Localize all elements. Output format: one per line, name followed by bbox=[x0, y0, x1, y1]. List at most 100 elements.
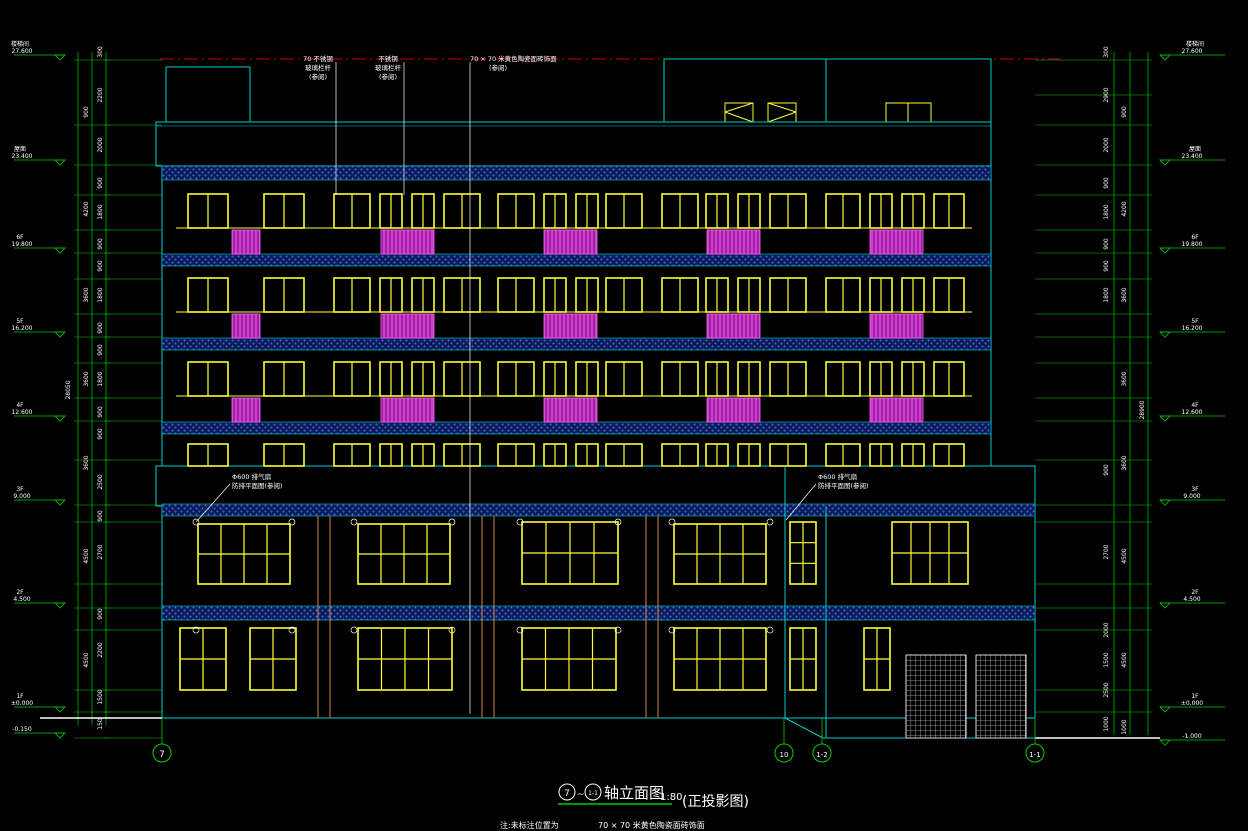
svg-text:玻璃栏杆: 玻璃栏杆 bbox=[305, 63, 332, 72]
svg-text:4500: 4500 bbox=[83, 548, 90, 563]
svg-text:900: 900 bbox=[1103, 238, 1110, 250]
svg-text:屋面: 屋面 bbox=[14, 146, 26, 153]
podium-columns bbox=[317, 466, 827, 738]
window bbox=[769, 277, 807, 313]
svg-text:900: 900 bbox=[97, 322, 104, 334]
window bbox=[933, 193, 965, 229]
window bbox=[825, 361, 861, 397]
railing bbox=[543, 397, 598, 423]
svg-text:(参阅): (参阅) bbox=[379, 72, 397, 81]
garage-shutter-2 bbox=[975, 654, 1027, 739]
window bbox=[789, 521, 817, 585]
window bbox=[901, 277, 925, 313]
floor-band bbox=[161, 253, 992, 267]
window bbox=[263, 443, 305, 467]
grid-axis-1-1: 1-1 bbox=[1025, 718, 1045, 763]
window bbox=[869, 193, 893, 229]
svg-text:Φ600 排气扇: Φ600 排气扇 bbox=[232, 472, 271, 481]
svg-text:2F: 2F bbox=[16, 589, 24, 596]
svg-text:1800: 1800 bbox=[1103, 204, 1110, 219]
svg-text:2700: 2700 bbox=[1103, 544, 1110, 559]
svg-text:2200: 2200 bbox=[97, 87, 104, 102]
svg-text:楼梯间: 楼梯间 bbox=[1186, 40, 1204, 48]
svg-text:16.200: 16.200 bbox=[12, 325, 33, 332]
svg-text:3F: 3F bbox=[16, 486, 24, 493]
railing bbox=[543, 229, 598, 255]
svg-text:27.600: 27.600 bbox=[12, 48, 33, 55]
window bbox=[933, 277, 965, 313]
svg-text:27.600: 27.600 bbox=[1182, 48, 1203, 55]
window bbox=[521, 627, 617, 691]
svg-text:不锈钢: 不锈钢 bbox=[378, 54, 398, 63]
svg-text:6F: 6F bbox=[1191, 234, 1199, 241]
window bbox=[187, 193, 229, 229]
svg-text:1500: 1500 bbox=[97, 689, 104, 704]
ornament bbox=[288, 626, 296, 634]
footnote: 注:未标注位置为 bbox=[500, 820, 559, 830]
window bbox=[333, 277, 371, 313]
svg-text:23.400: 23.400 bbox=[12, 153, 33, 160]
window bbox=[411, 443, 435, 467]
railing bbox=[380, 313, 435, 339]
svg-text:2500: 2500 bbox=[97, 474, 104, 489]
svg-text:1-2: 1-2 bbox=[816, 751, 827, 759]
window bbox=[737, 361, 761, 397]
window bbox=[497, 193, 535, 229]
window bbox=[869, 361, 893, 397]
window bbox=[605, 193, 643, 229]
svg-text:23.400: 23.400 bbox=[1182, 153, 1203, 160]
ornament bbox=[614, 518, 622, 526]
svg-text:12.600: 12.600 bbox=[12, 409, 33, 416]
svg-text:19.800: 19.800 bbox=[1182, 241, 1203, 248]
svg-text:4F: 4F bbox=[1191, 402, 1199, 409]
window bbox=[575, 361, 599, 397]
window bbox=[357, 523, 451, 585]
ornament bbox=[516, 518, 524, 526]
svg-text:3600: 3600 bbox=[1121, 455, 1128, 470]
svg-text:-1.000: -1.000 bbox=[1182, 733, 1202, 740]
ornament bbox=[350, 626, 358, 634]
window bbox=[605, 443, 643, 467]
window bbox=[869, 443, 893, 467]
window bbox=[333, 443, 371, 467]
ornament bbox=[192, 626, 200, 634]
window bbox=[443, 361, 481, 397]
window bbox=[357, 627, 453, 691]
svg-text:1500: 1500 bbox=[1103, 652, 1110, 667]
floor-band bbox=[161, 337, 992, 351]
svg-text:2000: 2000 bbox=[1103, 622, 1110, 637]
window bbox=[263, 277, 305, 313]
windows bbox=[176, 193, 972, 691]
window bbox=[769, 193, 807, 229]
right-dimension-column: 楼梯间27.600屋面23.4006F19.8005F16.2004F12.60… bbox=[1035, 40, 1225, 746]
window bbox=[497, 361, 535, 397]
svg-text:(参阅): (参阅) bbox=[309, 72, 327, 81]
window bbox=[673, 627, 767, 691]
ornament bbox=[614, 626, 622, 634]
railing bbox=[231, 229, 261, 255]
podium-canopy bbox=[155, 465, 1036, 507]
floor-band bbox=[161, 605, 1036, 621]
svg-text:1F: 1F bbox=[1191, 693, 1199, 700]
window bbox=[661, 361, 699, 397]
svg-text:150: 150 bbox=[97, 718, 104, 730]
window bbox=[443, 443, 481, 467]
svg-text:3600: 3600 bbox=[83, 371, 90, 386]
svg-text:1800: 1800 bbox=[1103, 287, 1110, 302]
window bbox=[411, 361, 435, 397]
title-axis-start: 7 bbox=[564, 789, 570, 799]
svg-text:4F: 4F bbox=[16, 402, 24, 409]
railing bbox=[706, 397, 761, 423]
svg-text:4200: 4200 bbox=[1121, 201, 1128, 216]
svg-text:900: 900 bbox=[1103, 177, 1110, 189]
window bbox=[705, 361, 729, 397]
svg-text:2700: 2700 bbox=[97, 544, 104, 559]
window bbox=[411, 277, 435, 313]
footnote-spec: 70 × 70 米黄色陶瓷面砖饰面 bbox=[598, 820, 705, 830]
svg-text:900: 900 bbox=[97, 510, 104, 522]
window bbox=[497, 277, 535, 313]
window bbox=[379, 443, 403, 467]
floor-band bbox=[161, 503, 1036, 517]
